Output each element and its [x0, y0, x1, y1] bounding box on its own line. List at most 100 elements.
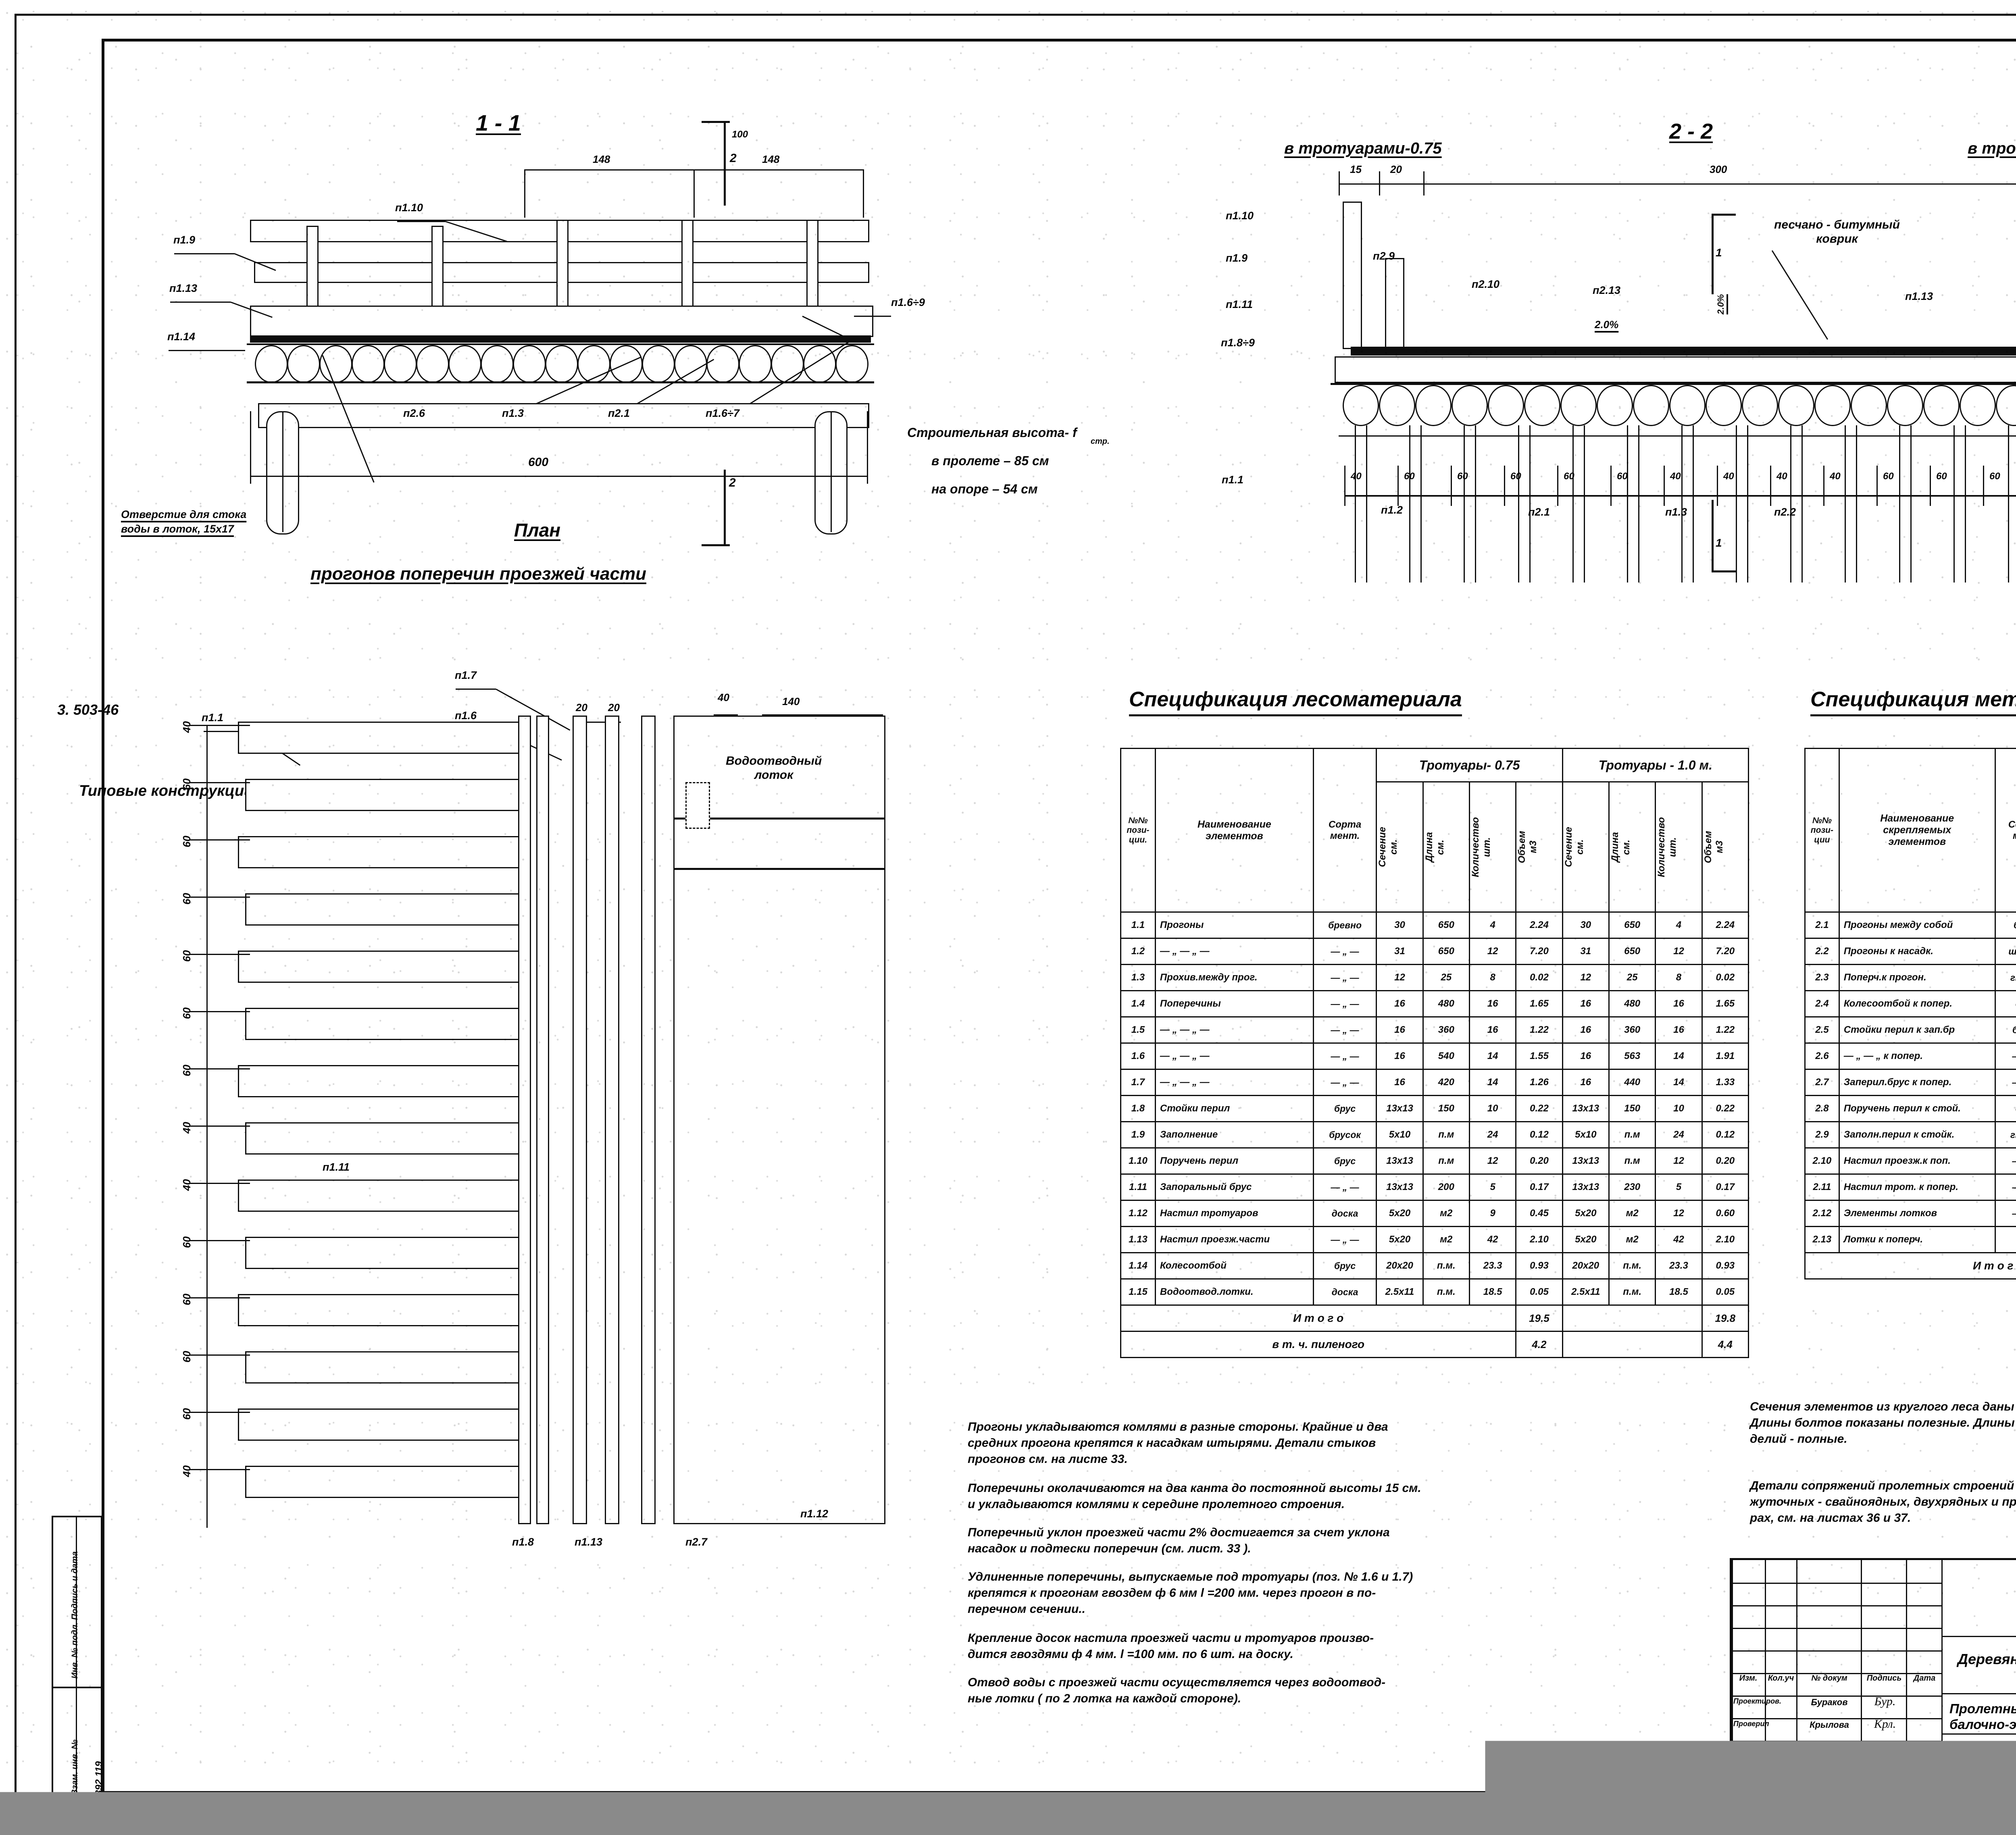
- spec-sawn-b: 4.4: [1702, 1332, 1748, 1358]
- bottom-dim: 40: [1830, 471, 1841, 482]
- spec-cell-value: 16: [1562, 1043, 1609, 1069]
- ref2-2-13: п2.13: [1593, 284, 1620, 297]
- plan-ref-1-6: п1.6: [455, 709, 477, 722]
- spec-sawn-blank: [1562, 1332, 1702, 1358]
- title-block: Изм.Кол.уч№ докумПодписьДата Проектиров.…: [1730, 1558, 2016, 1804]
- plan-transverse-beam: [245, 1351, 527, 1384]
- ref2-2-1: п2.1: [1528, 506, 1550, 518]
- spec-total-label: И т о г о:: [1805, 1253, 2016, 1279]
- plan-left-dim-tick: [190, 1240, 250, 1241]
- spec-sawn-row: в т. ч. пиленого4.24.4: [1121, 1332, 1749, 1358]
- spec-subhead-text: Объем м3: [1703, 828, 1725, 865]
- plan-transverse-beam: [238, 1408, 527, 1441]
- ref-2-6: п2.6: [403, 407, 425, 420]
- spec-cell-value: 5: [1469, 1174, 1516, 1200]
- log-girder: [1706, 385, 1742, 426]
- spec-cell-value: 7.20: [1702, 938, 1748, 965]
- plan-transverse-beam: [238, 951, 527, 983]
- log-girder: [706, 345, 739, 383]
- title-block-signature: Крл.: [1865, 1717, 1905, 1731]
- spec-head-name: Наименование скрепляемых элементов: [1839, 749, 1995, 912]
- spec-cell-pos: 2.8: [1805, 1096, 1839, 1122]
- ref2-1-1: п1.1: [1222, 474, 1243, 486]
- plan-title: План: [514, 519, 560, 541]
- plan-left-dim-tick: [190, 1183, 250, 1184]
- plan-left-dim-tick: [190, 1068, 250, 1069]
- spec-cell-name: — „ — „ —: [1155, 1069, 1313, 1096]
- spec-cell-value: 16: [1562, 1017, 1609, 1043]
- spec-cell-value: 42: [1656, 1227, 1702, 1253]
- spec-cell-value: 650: [1609, 938, 1655, 965]
- pile-vertical: [1693, 425, 1694, 583]
- spec-cell-value: 16: [1469, 991, 1516, 1017]
- spec-cell-value: 13х13: [1377, 1096, 1423, 1122]
- title-block-col-header: Подпись: [1863, 1674, 1905, 1683]
- dim-600-span: 600: [528, 456, 548, 469]
- spec-cell-value: 150: [1609, 1096, 1655, 1122]
- plan-transverse-beam: [245, 893, 527, 926]
- spec-row: 1.4Поперечины— „ —16480161.6516480161.65: [1121, 991, 1749, 1017]
- bottom-dim-tick: [1983, 466, 1984, 506]
- plan-left-dim: 60: [181, 836, 193, 847]
- spec-cell-value: 420: [1423, 1069, 1469, 1096]
- spec-cell-sort: брус: [1313, 1253, 1377, 1279]
- spec-cell-name: Настил трот. к попер.: [1839, 1174, 1995, 1200]
- spec-cell-value: 16: [1377, 1043, 1423, 1069]
- title-block-name: Крылова: [1799, 1720, 1860, 1730]
- spec-cell-pos: 2.12: [1805, 1200, 1839, 1227]
- spec-cell-pos: 1.11: [1121, 1174, 1156, 1200]
- railing-post: [806, 220, 818, 309]
- ref2-1-10: п1.10: [1226, 210, 1254, 222]
- spec-cell-value: 0.17: [1516, 1174, 1562, 1200]
- bottom-dim-tick: [1876, 466, 1878, 506]
- pile-vertical: [1420, 425, 1422, 583]
- section-1-1-title: 1 - 1: [476, 110, 521, 136]
- bottom-dim: 60: [1936, 471, 1947, 482]
- plan-transverse-beam: [238, 1065, 527, 1097]
- bottom-dim: 60: [1510, 471, 1521, 482]
- spec-metal-table: №№ пози- цииНаименование скрепляемых эле…: [1804, 748, 2016, 1280]
- log-girder: [1887, 385, 1923, 426]
- spec-cell-value: 1.22: [1702, 1017, 1748, 1043]
- log-girder: [416, 345, 449, 383]
- log-girder: [1669, 385, 1706, 426]
- pile-vertical: [1529, 425, 1531, 583]
- log-girder: [1488, 385, 1524, 426]
- spec-cell-name: Лотки к поперч.: [1839, 1227, 1995, 1253]
- spec-cell-value: 2.10: [1702, 1227, 1748, 1253]
- log-girder: [448, 345, 481, 383]
- spec-cell-value: 13х13: [1562, 1096, 1609, 1122]
- spec-cell-value: 2.5х11: [1377, 1279, 1423, 1305]
- spec-cell-value: 13х13: [1562, 1174, 1609, 1200]
- spec-row: 1.11Запоральный брус— „ —13х1320050.1713…: [1121, 1174, 1749, 1200]
- spec-cell-value: п.м: [1609, 1122, 1655, 1148]
- spec-cell-value: 230: [1609, 1174, 1655, 1200]
- spec-cell-value: 10: [1469, 1096, 1516, 1122]
- left-block-code: 392 119: [94, 1761, 105, 1795]
- plan-transverse-beam: [245, 1237, 527, 1269]
- bottom-dim-tick: [1930, 466, 1931, 506]
- spec-subhead-text: Количество шт.: [1470, 815, 1493, 880]
- spec-cell-pos: 2.1: [1805, 912, 1839, 938]
- spec-cell-pos: 1.3: [1121, 965, 1156, 991]
- spec-subhead-text: Длина см.: [1424, 830, 1446, 865]
- pile-vertical: [1899, 425, 1900, 583]
- spec-cell-sort: брусок: [1313, 1122, 1377, 1148]
- ref2-1-13: п1.13: [1905, 290, 1933, 303]
- spec-cell-name: Запоральный брус: [1155, 1174, 1313, 1200]
- spec-cell-pos: 2.2: [1805, 938, 1839, 965]
- spec-cell-sort: — „ —: [1313, 991, 1377, 1017]
- spec-cell-value: 14: [1469, 1069, 1516, 1096]
- ref2-1-3: п1.3: [1665, 506, 1687, 518]
- spec-cell-pos: 2.11: [1805, 1174, 1839, 1200]
- plan-left-dim: 60: [181, 1408, 193, 1420]
- log-girder: [1814, 385, 1851, 426]
- ref-1-14: п1.14: [167, 331, 195, 343]
- bottom-dim-tick: [1610, 466, 1612, 506]
- spec-cell-sort: — „ —: [1313, 1043, 1377, 1069]
- spec-cell-value: 650: [1423, 938, 1469, 965]
- bottom-dim-tick: [1823, 466, 1824, 506]
- bottom-dim-tick: [1344, 466, 1345, 506]
- spec-cell-pos: 1.7: [1121, 1069, 1156, 1096]
- spec-cell-value: 563: [1609, 1043, 1655, 1069]
